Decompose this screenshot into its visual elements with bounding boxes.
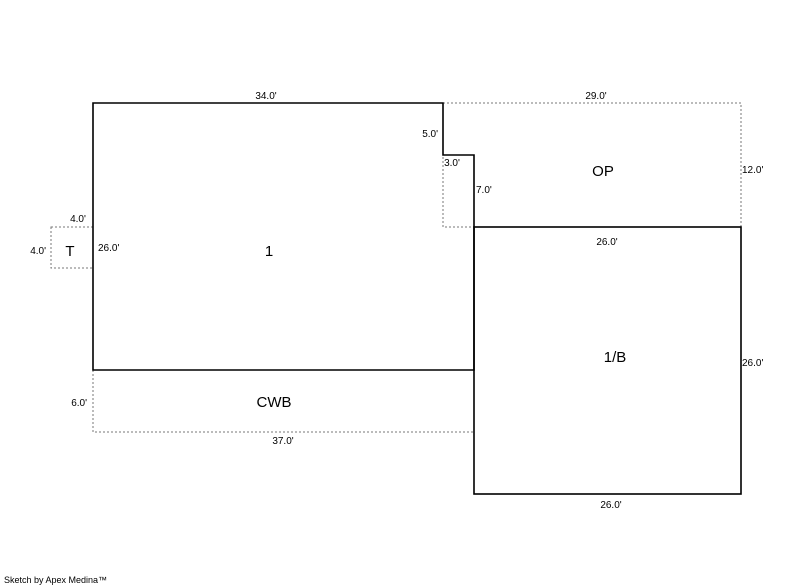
main-top-dimension: 34.0'	[255, 91, 276, 102]
op-area-label: OP	[592, 163, 614, 180]
op-top-dimension: 29.0'	[585, 91, 606, 102]
t-area-label: T	[65, 243, 74, 260]
basement-area-outline	[473, 226, 742, 495]
basement-bottom-dimension: 26.0'	[600, 500, 621, 511]
cwb-left-dimension: 6.0'	[71, 398, 87, 409]
main-notch-side-dimension: 7.0'	[476, 185, 492, 196]
sketch-credit: Sketch by Apex Medina™	[4, 575, 107, 585]
cwb-area-label: CWB	[257, 394, 292, 411]
main-area-label: 1	[265, 243, 273, 260]
main-notch-step-dimension: 3.0'	[444, 158, 460, 169]
t-area-outline	[50, 226, 94, 269]
main-notch-drop-dimension: 5.0'	[422, 129, 438, 140]
op-area-outline	[442, 102, 742, 228]
main-left-dimension: 26.0'	[98, 243, 119, 254]
basement-area-label: 1/B	[604, 349, 627, 366]
t-left-dimension: 4.0'	[30, 246, 46, 257]
basement-right-dimension: 26.0'	[742, 358, 763, 369]
cwb-bottom-dimension: 37.0'	[272, 436, 293, 447]
op-right-dimension: 12.0'	[742, 165, 763, 176]
main-area-outline	[92, 102, 475, 371]
t-top-dimension: 4.0'	[70, 214, 86, 225]
basement-top-dimension: 26.0'	[596, 237, 617, 248]
